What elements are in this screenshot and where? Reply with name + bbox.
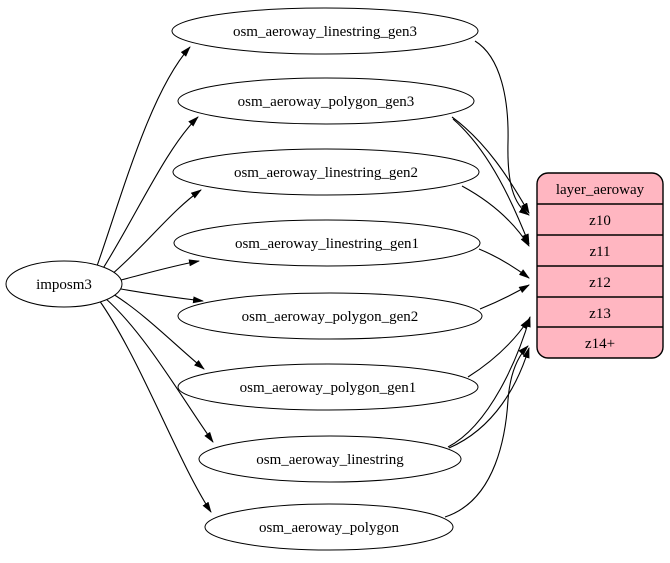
edge-linestring-to-z13 (447, 316, 531, 448)
node-layer-aeroway: layer_aeroway z10 z11 z12 z13 z14+ (536, 172, 664, 359)
edge-polygon-gen2-to-z12 (479, 284, 530, 310)
linestring-gen1-label: osm_aeroway_linestring_gen1 (235, 236, 419, 252)
edge-polygon-gen3-to-z11 (452, 118, 530, 245)
polygon-shape (204, 503, 454, 551)
polygon-gen2-shape (177, 292, 483, 340)
polygon-gen1-shape (177, 363, 479, 411)
imposm3-label: imposm3 (36, 277, 92, 293)
edge-linestring-gen2-to-z11 (461, 185, 530, 247)
node-osm-aeroway-polygon-gen1: osm_aeroway_polygon_gen1 (177, 363, 479, 411)
polygon-gen3-label: osm_aeroway_polygon_gen3 (238, 94, 415, 110)
imposm3-shape (5, 260, 123, 308)
layer-aeroway-title: layer_aeroway (556, 182, 645, 198)
linestring-shape (198, 435, 462, 483)
polygon-gen1-label: osm_aeroway_polygon_gen1 (240, 380, 417, 396)
node-osm-aeroway-linestring-gen3: osm_aeroway_linestring_gen3 (171, 7, 479, 55)
edge-polygon-to-z14 (444, 345, 529, 518)
linestring-label: osm_aeroway_linestring (256, 452, 404, 468)
node-osm-aeroway-linestring-gen1: osm_aeroway_linestring_gen1 (173, 219, 481, 267)
layer-row-z10: z10 (589, 213, 611, 229)
layer-row-z11: z11 (589, 244, 610, 260)
node-osm-aeroway-linestring: osm_aeroway_linestring (198, 435, 462, 483)
edge-imposm3-to-linestring (104, 297, 214, 443)
edge-imposm3-to-polygon-gen1 (112, 293, 205, 370)
polygon-gen2-label: osm_aeroway_polygon_gen2 (242, 309, 419, 325)
edge-polygon-gen3-to-z10 (451, 116, 530, 214)
layer-row-z14: z14+ (585, 336, 615, 352)
node-imposm3: imposm3 (5, 260, 123, 308)
node-osm-aeroway-polygon-gen2: osm_aeroway_polygon_gen2 (177, 292, 483, 340)
layer-row-z13: z13 (589, 306, 611, 322)
polygon-label: osm_aeroway_polygon (259, 520, 399, 536)
edge-imposm3-to-polygon (98, 299, 212, 513)
edge-imposm3-to-linestring-gen1 (120, 259, 200, 281)
edge-imposm3-to-linestring-gen2 (110, 189, 202, 276)
node-osm-aeroway-polygon-gen3: osm_aeroway_polygon_gen3 (177, 77, 475, 125)
edge-linestring-gen3-to-z10 (474, 40, 530, 216)
linestring-gen2-shape (172, 148, 480, 196)
layer-row-z12: z12 (589, 275, 611, 291)
linestring-gen3-label: osm_aeroway_linestring_gen3 (233, 24, 417, 40)
edge-imposm3-to-linestring-gen3 (96, 46, 191, 267)
linestring-gen1-shape (173, 219, 481, 267)
linestring-gen2-label: osm_aeroway_linestring_gen2 (234, 165, 418, 181)
edge-imposm3-to-polygon-gen3 (101, 116, 199, 271)
node-osm-aeroway-linestring-gen2: osm_aeroway_linestring_gen2 (172, 148, 480, 196)
edge-linestring-gen1-to-z12 (478, 248, 530, 279)
linestring-gen3-shape (171, 7, 479, 55)
edge-imposm3-to-polygon-gen2 (120, 288, 204, 304)
polygon-gen3-shape (177, 77, 475, 125)
node-osm-aeroway-polygon: osm_aeroway_polygon (204, 503, 454, 551)
edge-linestring-to-z14 (448, 347, 530, 449)
